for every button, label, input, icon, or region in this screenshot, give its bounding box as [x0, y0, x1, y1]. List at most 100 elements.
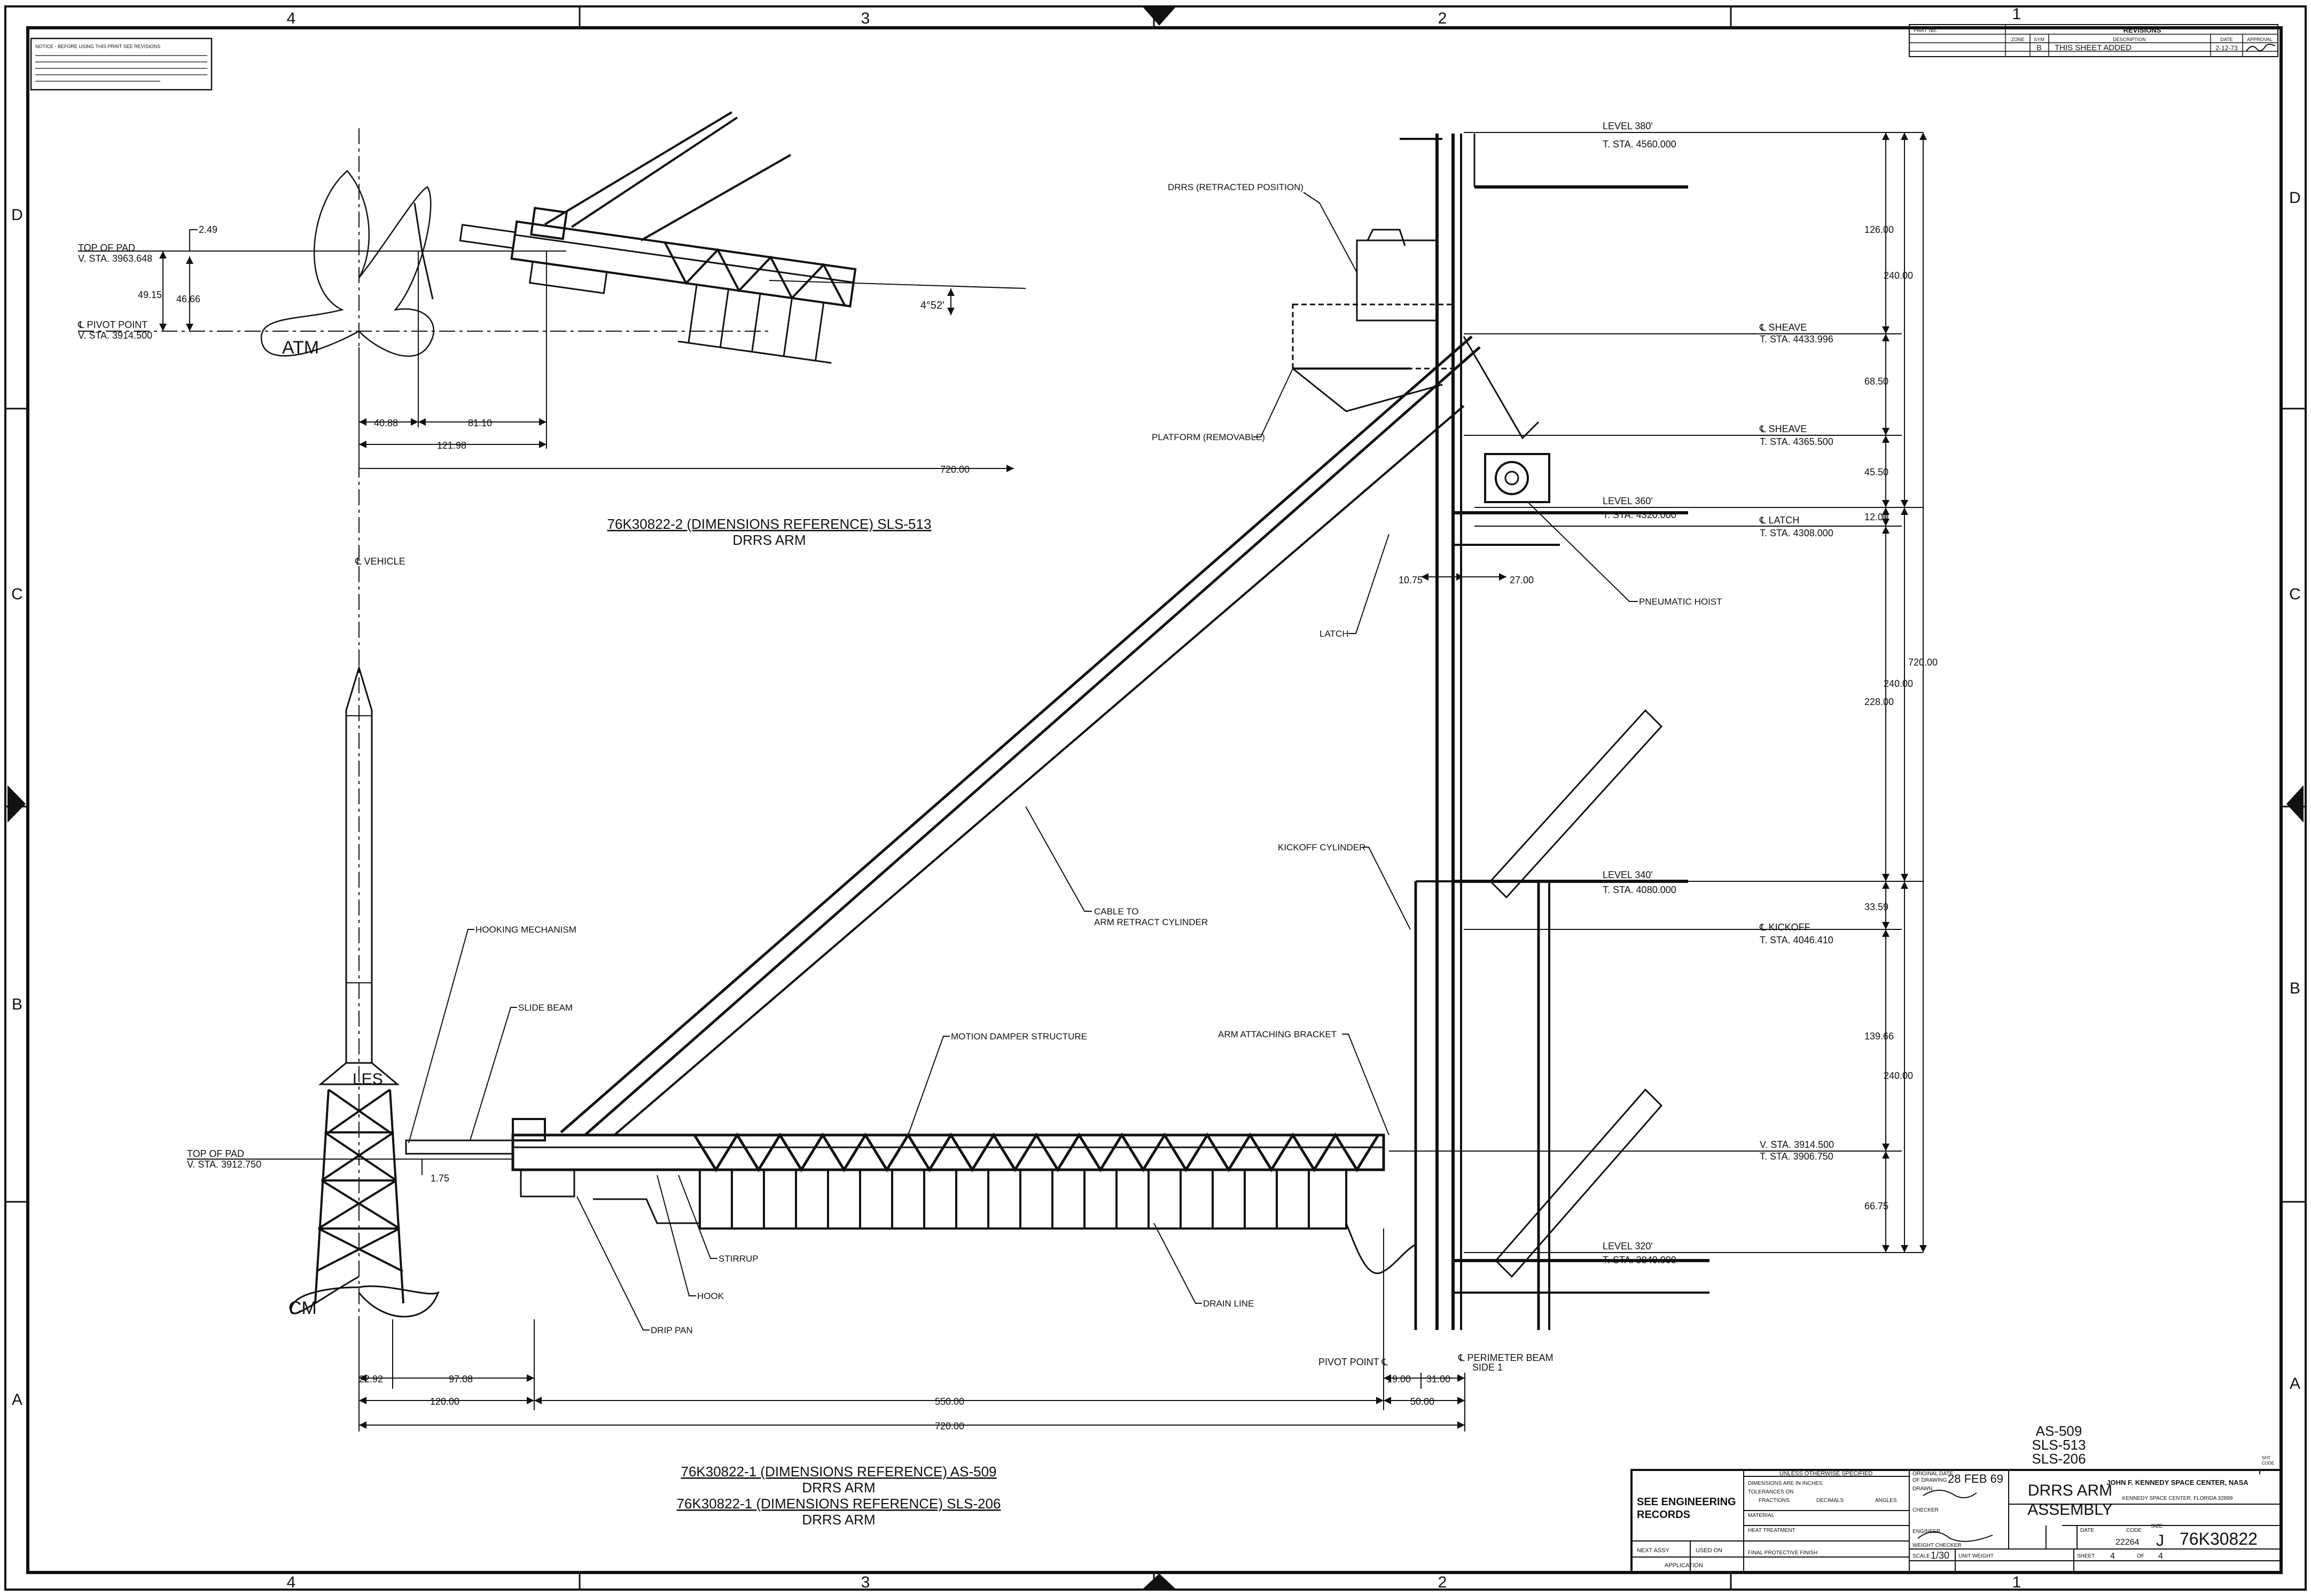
top-dim-4666: 46.66: [176, 294, 200, 304]
tb-title-1: DRRS ARM: [2028, 1482, 2112, 1499]
tb-drawing-no: 76K30822: [2180, 1529, 2258, 1548]
main-view: ℄ VEHICLE LES CM: [187, 121, 1938, 1431]
main-pad-sta: V. STA. 3912.750: [187, 1159, 261, 1170]
applicability-2: SLS-513: [2032, 1437, 2086, 1453]
zone-col-top-2: 2: [1438, 10, 1447, 27]
dim-12000: 120.00: [430, 1396, 459, 1407]
top-pivot-label: ℄ PIVOT POINT: [77, 319, 147, 330]
tb-drawn: DRAWN: [1912, 1486, 1932, 1492]
st-sheave1: ℄ SHEAVE: [1759, 322, 1807, 333]
callout-motion-damper: MOTION DAMPER STRUCTURE: [951, 1031, 1087, 1042]
callout-pneumatic-hoist: PNEUMATIC HOIST: [1639, 597, 1722, 607]
rev-title: REVISIONS: [2123, 26, 2161, 34]
callout-hooking-mechanism: HOOKING MECHANISM: [475, 925, 576, 935]
dim-h72000: 720.00: [935, 1421, 964, 1431]
callouts: DRRS (RETRACTED POSITION) PLATFORM (REMO…: [408, 182, 1722, 1335]
applicability-3: SLS-206: [2032, 1451, 2086, 1467]
cable-strut-2: [584, 346, 1481, 1136]
rev-row-date: 2-12-73: [2215, 44, 2238, 52]
zone-row-left-b: B: [12, 996, 22, 1013]
top-angle-label: 4°52': [920, 300, 944, 311]
tb-engineer-signature: [1917, 1531, 1993, 1542]
tb-records-2: RECORDS: [1637, 1509, 1690, 1521]
pivot-point-label: PIVOT POINT ℄: [1318, 1357, 1388, 1367]
tb-records-1: SEE ENGINEERING: [1637, 1496, 1736, 1508]
vertical-dim-labels: 126.00 240.00 68.50 45.50 12.00 720.00 2…: [1864, 224, 1938, 1211]
top-arm: [459, 207, 857, 364]
tb-weight-checker: WEIGHT CHECKER: [1912, 1543, 1962, 1548]
zone-col-top-3: 3: [861, 10, 870, 27]
zone-labels: 4 3 2 1 4 3 2 1 D C B A D C B A: [11, 5, 2301, 1591]
station-lines: [1389, 132, 1923, 1253]
top-pad-sta: V. STA. 3963.648: [78, 253, 152, 264]
tower-structure: [1400, 134, 1709, 1330]
vd-13966: 139.66: [1864, 1031, 1894, 1042]
bottom-dims: [358, 1229, 1465, 1431]
tb-agency-sub: KENNEDY SPACE CENTER, FLORIDA 32899: [2122, 1496, 2233, 1501]
tb-title-2: ASSEMBLY: [2027, 1501, 2113, 1519]
st-4433: T. STA. 4433.996: [1760, 334, 1833, 345]
tb-date-value: 28 FEB 69: [1948, 1472, 2003, 1485]
top-pad-label: TOP OF PAD: [78, 242, 135, 253]
dim-2700: 27.00: [1510, 575, 1534, 585]
zone-row-right-d: D: [2289, 189, 2301, 207]
tb-code-label: CODE: [2126, 1528, 2142, 1534]
bottom-title-3: 76K30822-1 (DIMENSIONS REFERENCE) SLS-20…: [677, 1496, 1001, 1512]
tb-sheet-code2: CODE: [2262, 1461, 2274, 1466]
rev-zone-header: ZONE: [2011, 37, 2024, 42]
top-dim-72000: 720.00: [940, 464, 970, 475]
tb-date-label: DATE: [2080, 1528, 2094, 1534]
tb-used-on: USED ON: [1696, 1547, 1722, 1554]
tb-engineer: ENGINEER: [1912, 1529, 1940, 1535]
drawing-border: [4, 5, 2307, 1591]
tb-size-value: J: [2156, 1532, 2164, 1550]
vehicle-label: ℄ VEHICLE: [355, 556, 405, 567]
st-sheave2: ℄ SHEAVE: [1759, 424, 1807, 434]
top-dim-12198: 121.98: [437, 440, 466, 451]
st-level340: LEVEL 340': [1603, 870, 1653, 880]
vd-6850: 68.50: [1864, 376, 1888, 387]
dim-55000: 550.00: [935, 1396, 964, 1407]
cm-outline: [290, 1276, 440, 1318]
callout-arm-bracket: ARM ATTACHING BRACKET: [1218, 1029, 1337, 1039]
vd-3359: 33.59: [1864, 902, 1888, 912]
tb-decimals: DECIMALS: [1816, 1498, 1844, 1504]
bottom-view-titles: 76K30822-1 (DIMENSIONS REFERENCE) AS-509…: [677, 1464, 1001, 1528]
notice-box: NOTICE - BEFORE USING THIS PRINT SEE REV…: [30, 37, 213, 91]
zone-col-bottom-2: 2: [1438, 1574, 1447, 1591]
retracted-arm-platform: [1292, 229, 1550, 503]
bottom-title-1: 76K30822-1 (DIMENSIONS REFERENCE) AS-509: [681, 1464, 997, 1480]
tb-final-finish: FINAL PROTECTIVE FINISH: [1748, 1550, 1817, 1556]
side-1-label: SIDE 1: [1472, 1362, 1503, 1373]
zone-row-left-c: C: [11, 585, 23, 603]
dim-175: 1.75: [431, 1173, 449, 1184]
callout-slide-beam: SLIDE BEAM: [518, 1003, 573, 1013]
zone-col-bottom-3: 3: [861, 1574, 870, 1591]
top-dim-249: 2.49: [199, 224, 217, 235]
tb-material: MATERIAL: [1748, 1513, 1775, 1519]
revisions-block: PART No. REVISIONS ZONE SYM DESCRIPTION …: [1909, 24, 2278, 57]
top-dim-8110: 81.10: [468, 418, 492, 428]
callout-stirrup: STIRRUP: [719, 1254, 759, 1264]
drain-line-pipe: [1345, 1223, 1416, 1274]
center-mark-bottom: [1143, 1574, 1175, 1589]
tb-tolerances: TOLERANCES ON: [1748, 1489, 1793, 1495]
st-level380: LEVEL 380': [1603, 121, 1653, 131]
top-view: ATM TOP OF PAD V. STA. 3963.648 ℄ PIVOT …: [77, 111, 1026, 564]
st-4365: T. STA. 4365.500: [1760, 436, 1833, 447]
tb-scale-label: SCALE: [1912, 1553, 1930, 1559]
zone-row-left-d: D: [11, 206, 23, 224]
rev-row-desc: THIS SHEET ADDED: [2055, 43, 2132, 52]
st-level320: LEVEL 320': [1603, 1241, 1653, 1251]
bottom-title-2: DRRS ARM: [802, 1480, 875, 1496]
callout-drrs-retracted: DRRS (RETRACTED POSITION): [1168, 182, 1303, 192]
callout-platform: PLATFORM (REMOVABLE): [1152, 432, 1265, 442]
st-4046: T. STA. 4046.410: [1760, 935, 1833, 945]
center-mark-right: [2286, 785, 2304, 823]
applicability-1: AS-509: [2036, 1423, 2082, 1439]
rev-date-header: DATE: [2220, 37, 2232, 42]
dim-2292: 22.92: [359, 1374, 383, 1384]
callout-drain-line: DRAIN LINE: [1203, 1298, 1254, 1309]
tb-of-label: OF: [2137, 1553, 2144, 1559]
